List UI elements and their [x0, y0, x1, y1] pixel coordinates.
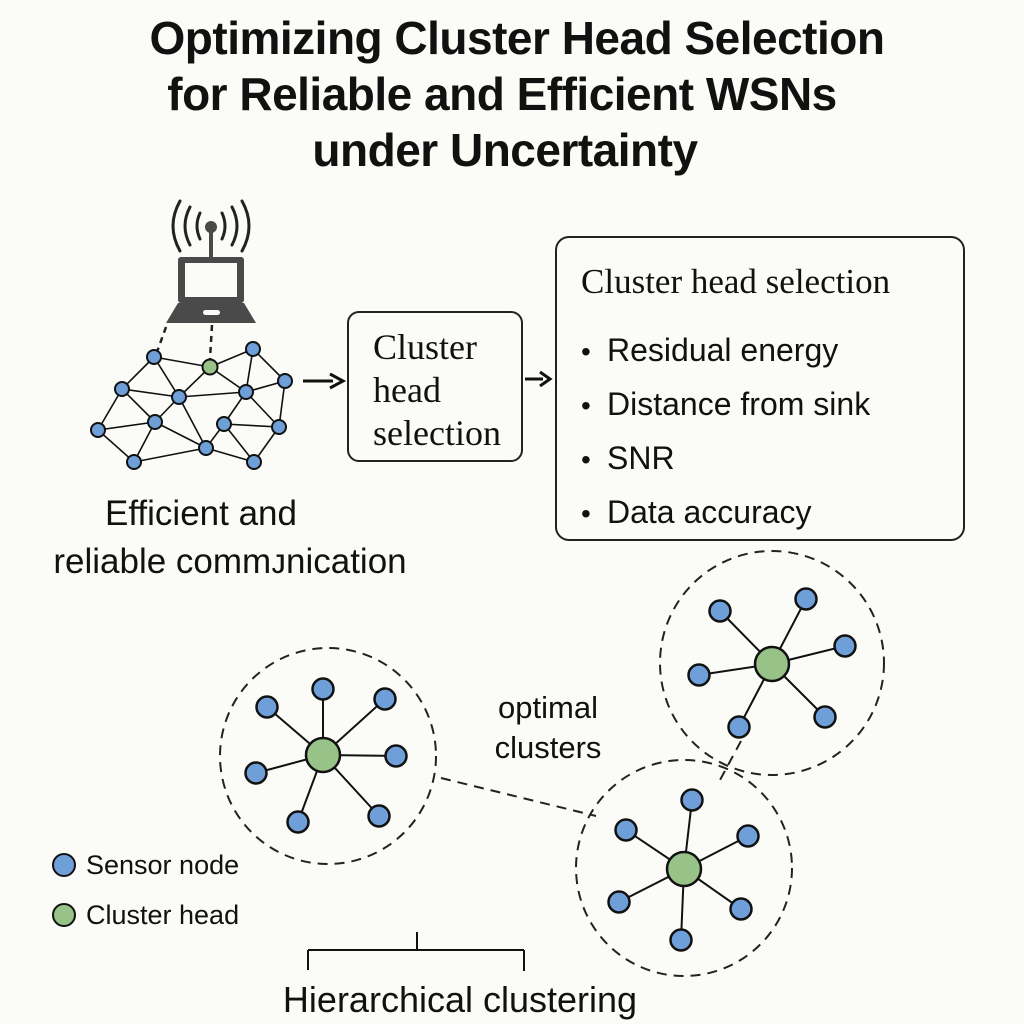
sensor-node	[246, 454, 262, 470]
criteria-item: •Data accuracy	[581, 486, 870, 540]
cluster-head-node	[753, 645, 791, 683]
mesh-link	[178, 396, 207, 449]
mesh-link	[97, 421, 156, 431]
sensor-node	[367, 804, 391, 828]
mesh-network	[90, 341, 293, 470]
caption-line-1: Efficient and	[105, 494, 297, 533]
page-title: Optimizing Cluster Head Selection for Re…	[0, 10, 1024, 178]
communication-caption: Efficient and reliable commᴊnication	[0, 490, 460, 586]
legend-cluster-head: Cluster head	[52, 898, 239, 932]
cluster-boundaries	[219, 550, 885, 977]
cluster-head-icon	[52, 903, 76, 927]
sensor-node	[171, 389, 187, 405]
sensor-node	[216, 416, 232, 432]
criteria-heading: Cluster head selection	[581, 262, 891, 301]
sensor-node	[271, 419, 287, 435]
wireless-signal-icon	[171, 199, 251, 253]
sensor-node	[669, 928, 693, 952]
sink-links	[155, 324, 214, 360]
box-line-1: Cluster	[373, 327, 477, 367]
sensor-node	[680, 788, 704, 812]
sensor-node	[147, 414, 163, 430]
sensor-node	[729, 897, 753, 921]
selection-criteria-box: Cluster head selection •Residual energy …	[555, 236, 965, 541]
title-line-2: for Reliable and Efficient WSNs	[167, 68, 837, 120]
sensor-node	[255, 695, 279, 719]
cluster-head-node	[201, 358, 219, 376]
mesh-link	[223, 423, 255, 463]
sensor-node	[126, 454, 142, 470]
bullet-icon: •	[581, 498, 591, 529]
sensor-node	[614, 818, 638, 842]
criteria-item: •SNR	[581, 432, 870, 486]
sensor-node	[727, 715, 751, 739]
cluster-1	[244, 677, 408, 834]
sensor-node	[384, 744, 408, 768]
cluster-boundary-2	[659, 550, 885, 776]
cluster-boundary-1	[219, 647, 437, 865]
cluster-boundary-3	[575, 759, 793, 977]
sensor-node	[244, 761, 268, 785]
cluster-head-node	[304, 736, 342, 774]
mesh-link	[205, 447, 255, 463]
bullet-icon: •	[581, 390, 591, 421]
cluster-head-node	[665, 850, 703, 888]
sensor-node	[373, 687, 397, 711]
sensor-node	[198, 440, 214, 456]
hierarchical-clustering-label: Hierarchical clustering	[282, 979, 638, 1020]
sensor-node	[245, 341, 261, 357]
title-line-3: under Uncertainty	[312, 124, 698, 176]
cluster-2	[687, 587, 857, 739]
box-line-3: selection	[373, 413, 501, 453]
sensor-node	[708, 599, 732, 623]
sensor-node-icon	[52, 853, 76, 877]
bullet-icon: •	[581, 336, 591, 367]
sensor-node	[607, 890, 631, 914]
sensor-node	[311, 677, 335, 701]
mesh-link	[245, 391, 280, 428]
sensor-node	[286, 810, 310, 834]
flow-arrow-1	[303, 372, 347, 390]
mesh-link	[133, 447, 207, 463]
mesh-link	[223, 423, 280, 428]
title-line-1: Optimizing Cluster Head Selection	[149, 12, 885, 64]
sensor-node	[687, 663, 711, 687]
sensor-node	[114, 381, 130, 397]
mesh-link	[97, 429, 135, 463]
sensor-node	[794, 587, 818, 611]
cluster-head-selection-box: Cluster head selection	[347, 311, 523, 462]
caption-line-2: reliable commᴊnication	[53, 542, 407, 581]
sensor-node	[736, 824, 760, 848]
laptop-with-antenna-icon	[166, 199, 256, 323]
mesh-link	[178, 391, 247, 398]
sensor-node	[833, 634, 857, 658]
flow-arrow-2	[525, 370, 553, 388]
bullet-icon: •	[581, 444, 591, 475]
cluster-3	[607, 788, 760, 952]
box-line-2: head	[373, 370, 441, 410]
criteria-item: •Residual energy	[581, 324, 870, 378]
sensor-node	[277, 373, 293, 389]
criteria-list: •Residual energy •Distance from sink •SN…	[581, 324, 870, 540]
sensor-node	[238, 384, 254, 400]
hierarchy-bracket	[307, 932, 525, 971]
inter-cluster-link-2-3	[719, 740, 742, 781]
clusters	[244, 587, 857, 952]
mesh-link	[121, 388, 180, 398]
legend-sensor-node: Sensor node	[52, 848, 239, 882]
sensor-node	[90, 422, 106, 438]
optimal-clusters-label: optimal clusters	[494, 690, 602, 765]
mesh-link	[154, 421, 207, 449]
mesh-link	[153, 356, 211, 368]
criteria-item: •Distance from sink	[581, 378, 870, 432]
sensor-node	[813, 705, 837, 729]
inter-cluster-link-1-3	[440, 777, 597, 817]
sensor-node	[146, 349, 162, 365]
